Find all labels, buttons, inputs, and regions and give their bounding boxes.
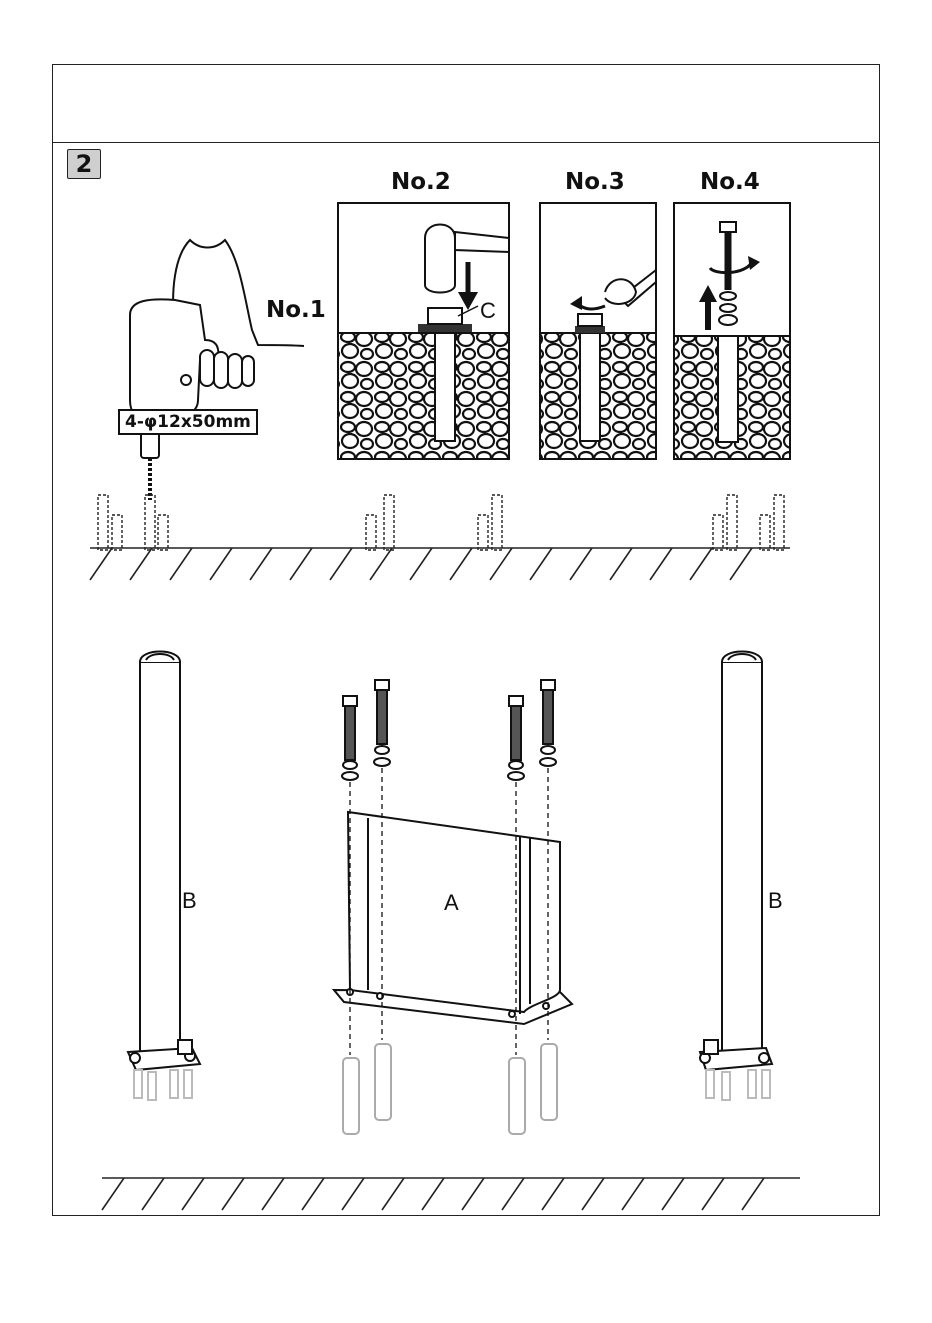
header-band bbox=[53, 65, 879, 143]
label-no2: No.2 bbox=[391, 169, 451, 195]
label-c: C bbox=[480, 298, 496, 324]
label-no3: No.3 bbox=[565, 169, 625, 195]
label-no1: No.1 bbox=[266, 297, 326, 323]
part-label-b-right: B bbox=[768, 888, 783, 914]
label-no4: No.4 bbox=[700, 169, 760, 195]
part-label-a: A bbox=[444, 890, 459, 916]
step-number-badge: 2 bbox=[67, 149, 101, 179]
drill-spec-label: 4-φ12x50mm bbox=[118, 409, 258, 435]
part-label-b-left: B bbox=[182, 888, 197, 914]
instruction-frame: 2 bbox=[52, 64, 880, 1216]
